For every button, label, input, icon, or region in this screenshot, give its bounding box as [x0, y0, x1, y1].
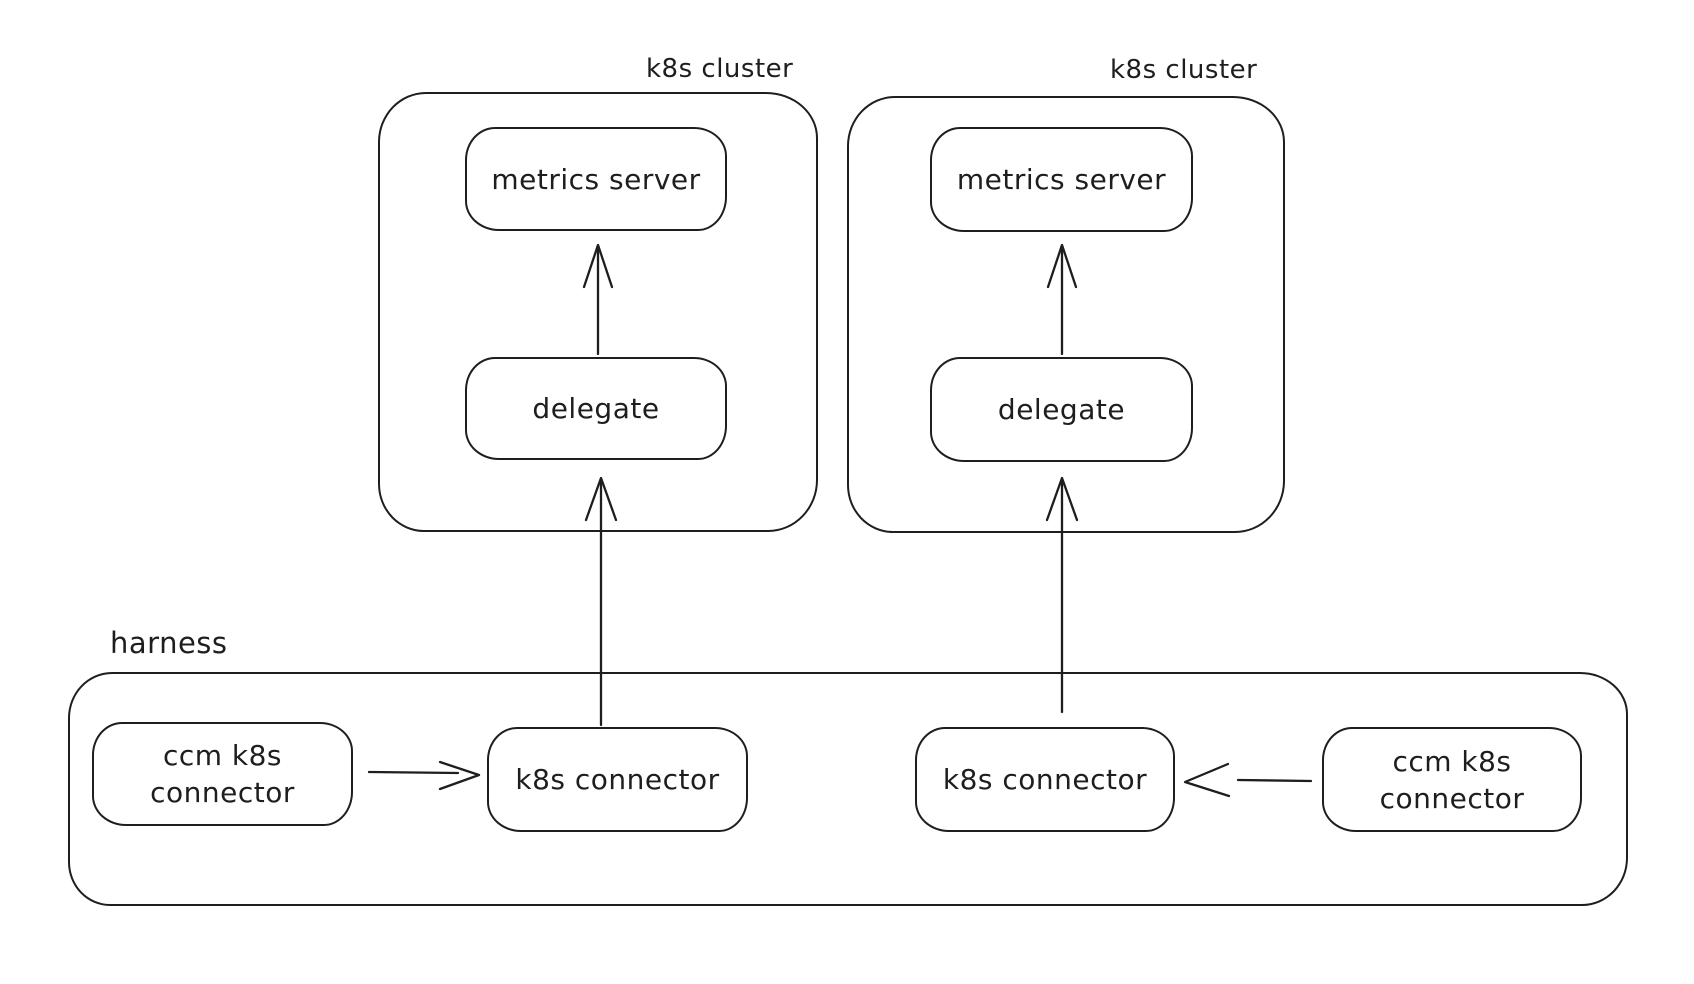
delegate-2-label: delegate — [997, 393, 1126, 426]
harness-label: harness — [110, 626, 228, 660]
delegate-2-node: delegate — [930, 357, 1193, 462]
k8s-cluster-2-box — [847, 96, 1285, 533]
metrics-server-1-node: metrics server — [465, 127, 727, 231]
harness-box — [68, 672, 1628, 906]
k8s-cluster-1-box — [378, 92, 818, 532]
metrics-server-2-label: metrics server — [956, 163, 1167, 196]
ccm-k8s-connector-right-node: ccm k8s connector — [1322, 727, 1582, 832]
k8s-connector-right-label: k8s connector — [942, 763, 1148, 796]
k8s-connector-right-node: k8s connector — [915, 727, 1175, 832]
metrics-server-1-label: metrics server — [491, 162, 701, 196]
ccm-k8s-connector-left-label: ccm k8s connector — [150, 739, 295, 809]
ccm-k8s-connector-left-node: ccm k8s connector — [92, 722, 353, 826]
ccm-k8s-connector-right-label: ccm k8s connector — [1379, 744, 1525, 815]
k8s-connector-left-node: k8s connector — [487, 727, 748, 832]
k8s-connector-left-label: k8s connector — [515, 763, 720, 796]
metrics-server-2-node: metrics server — [930, 127, 1193, 232]
k8s-cluster-2-label: k8s cluster — [1110, 55, 1258, 85]
delegate-1-node: delegate — [465, 357, 727, 460]
k8s-cluster-1-label: k8s cluster — [646, 54, 794, 84]
delegate-1-label: delegate — [532, 392, 660, 425]
